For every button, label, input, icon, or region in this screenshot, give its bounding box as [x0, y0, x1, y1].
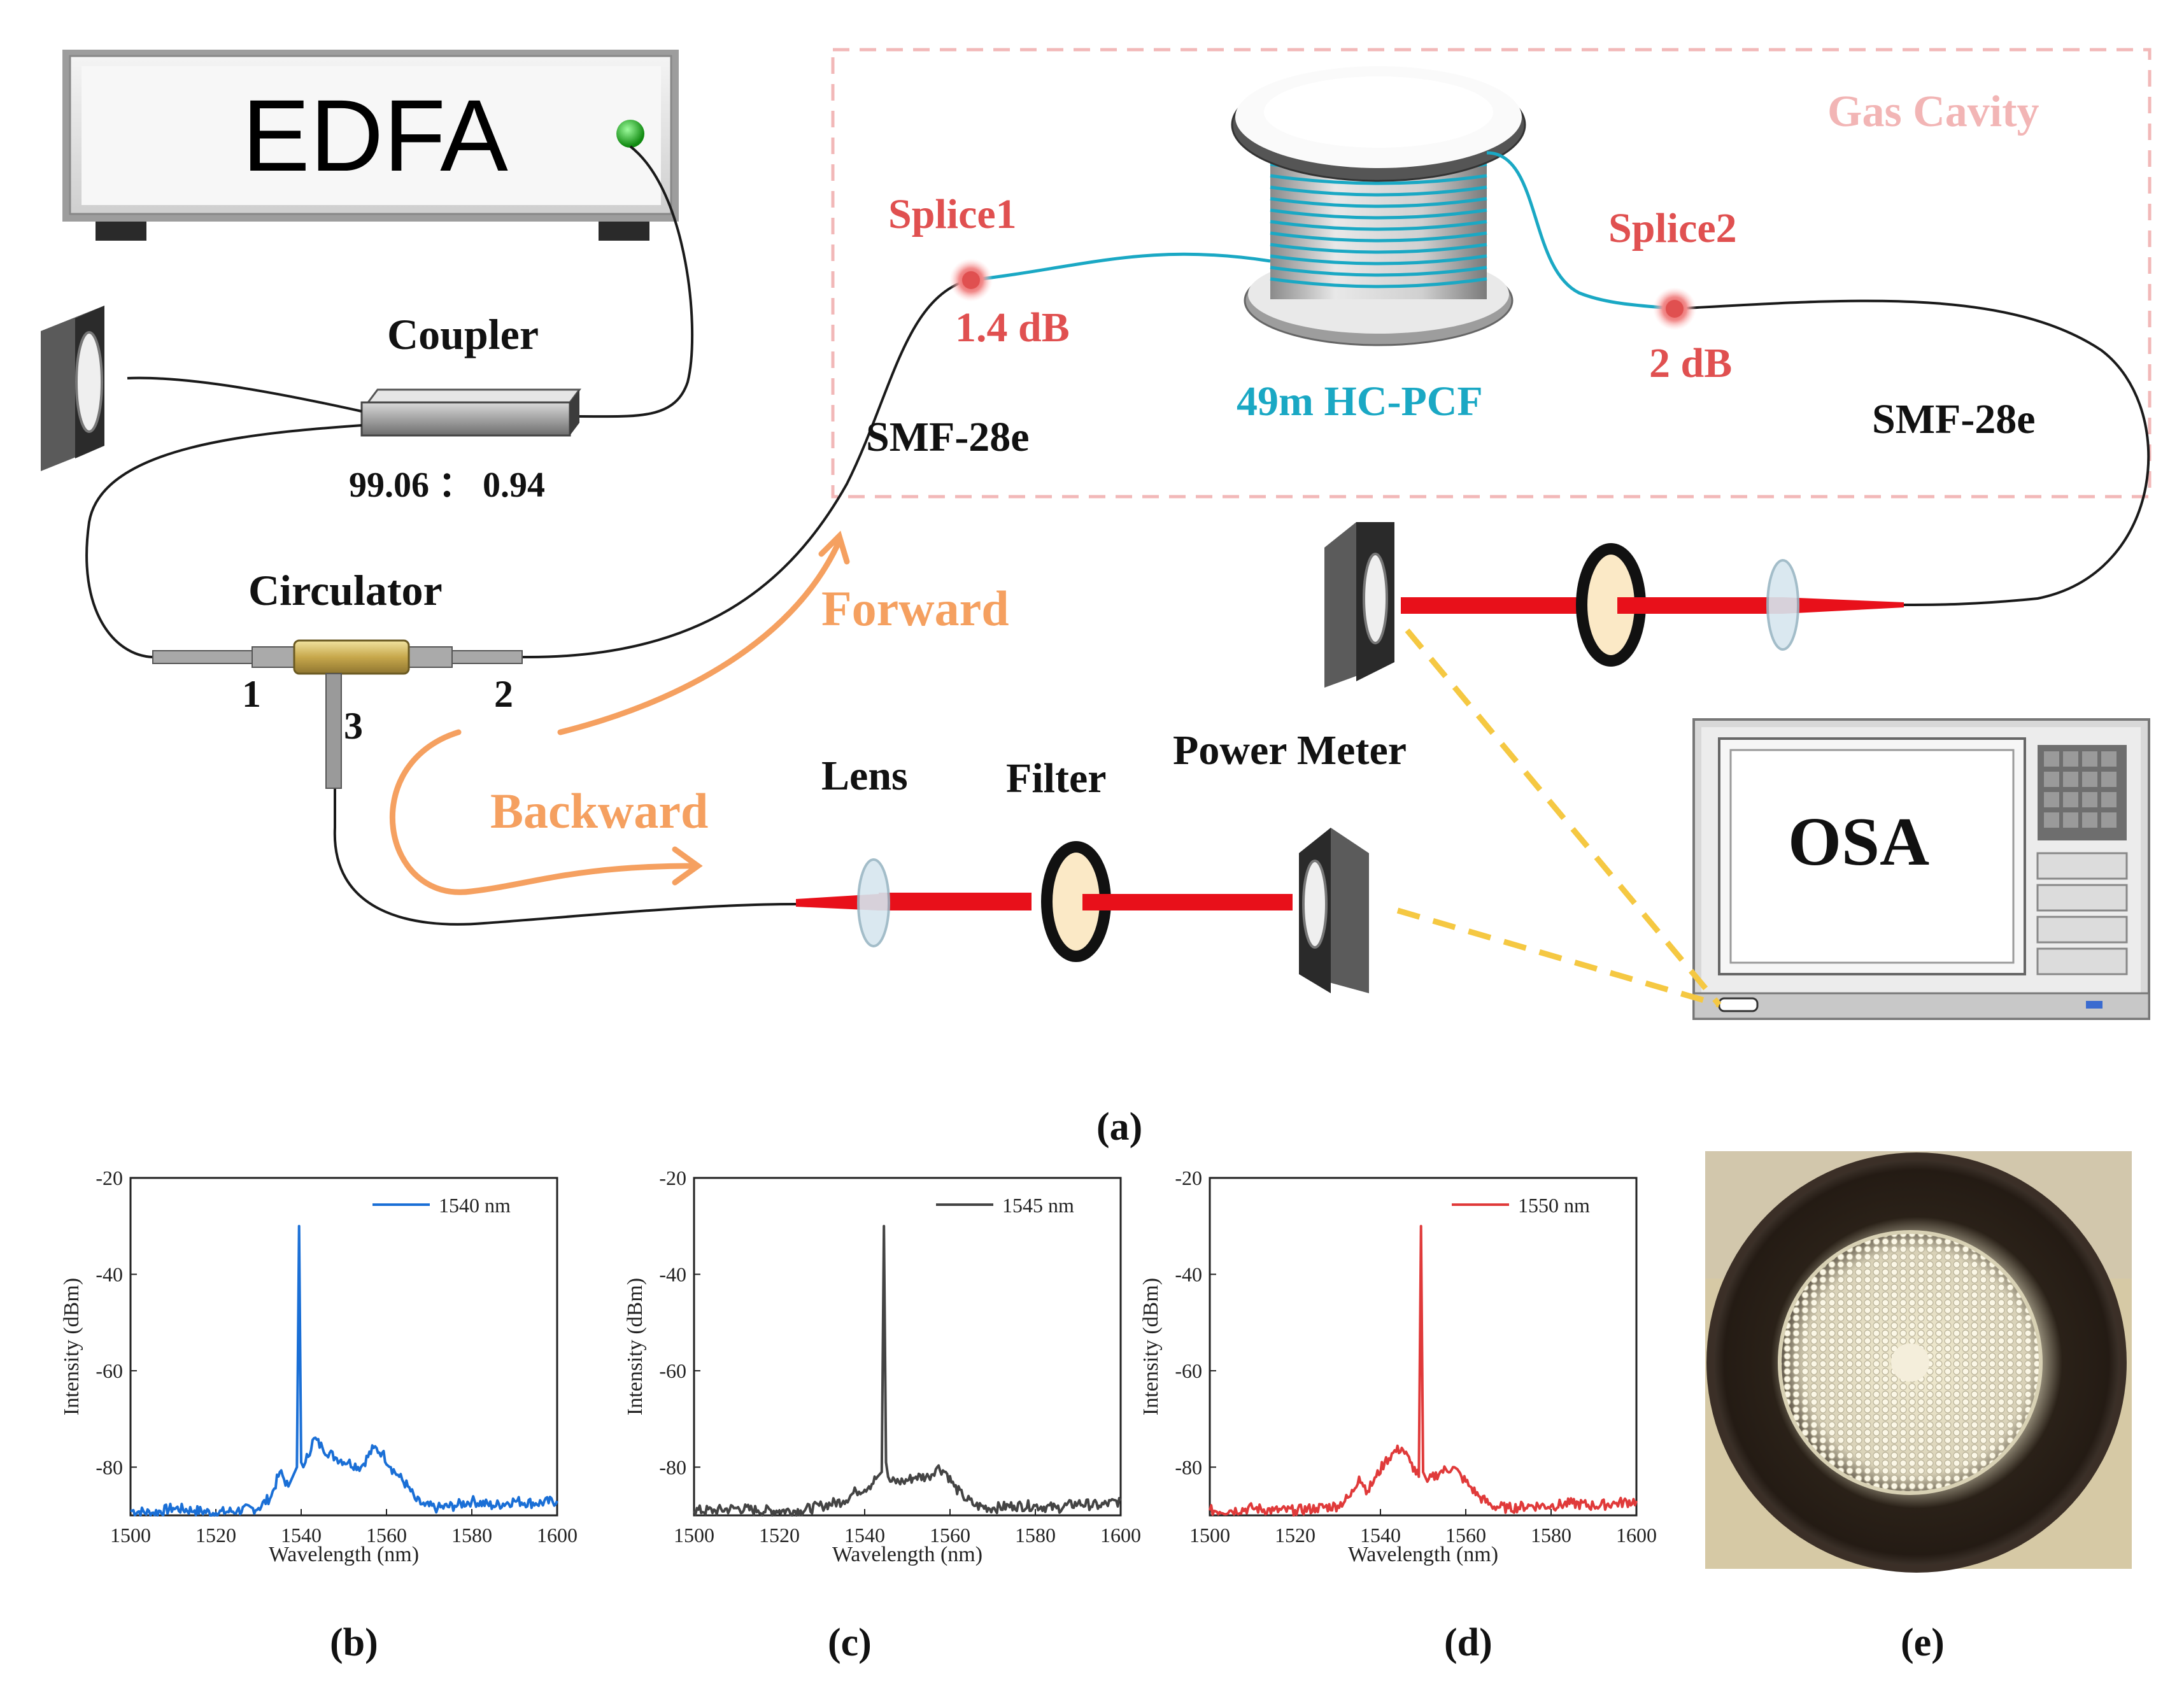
x-tick-label: 1600	[1616, 1524, 1657, 1547]
x-tick-label: 1600	[1100, 1524, 1141, 1547]
osa-connections	[1396, 628, 1722, 1008]
y-tick-label: -80	[659, 1456, 686, 1478]
x-tick-label: 1540	[1360, 1524, 1401, 1547]
x-tick-label: 1580	[1531, 1524, 1571, 1547]
osa-keypad	[2038, 745, 2127, 840]
y-axis-label: Intensity (dBm)	[60, 1278, 83, 1415]
backward-lens	[857, 858, 890, 947]
x-tick-label: 1600	[537, 1524, 578, 1547]
plot-frame	[129, 1177, 558, 1517]
coupler	[360, 388, 581, 437]
edfa-unit: EDFA	[62, 50, 679, 241]
x-tick-label: 1580	[451, 1524, 492, 1547]
x-tick-label: 1500	[1189, 1524, 1230, 1547]
x-axis-label: Wavelength (nm)	[269, 1543, 419, 1566]
x-tick-label: 1500	[110, 1524, 151, 1547]
splice1-label: Splice1	[888, 191, 1017, 237]
port-1-label: 1	[242, 673, 261, 715]
hcpcf-spool	[1231, 66, 1526, 346]
caption-d: (d)	[1444, 1621, 1493, 1664]
filter-label: Filter	[1006, 755, 1107, 802]
x-tick-label: 1540	[281, 1524, 322, 1547]
y-tick-label: -60	[96, 1359, 123, 1382]
hcpcf-leads	[970, 151, 1675, 311]
smf-left-label: SMF-28e	[866, 414, 1030, 460]
osa-label: OSA	[1788, 804, 1929, 880]
y-tick-label: -40	[659, 1263, 686, 1286]
spectrum-line	[1209, 1224, 1638, 1517]
x-axis-label: Wavelength (nm)	[1348, 1543, 1498, 1566]
y-tick-label: -40	[1175, 1263, 1202, 1286]
legend-label: 1550 nm	[1518, 1194, 1590, 1217]
osa-instrument: OSA	[1692, 718, 2150, 1020]
x-tick-label: 1580	[1015, 1524, 1056, 1547]
smf-right-label: SMF-28e	[1872, 396, 2036, 443]
backward-label: Backward	[490, 783, 708, 839]
x-tick-label: 1540	[844, 1524, 885, 1547]
backward-arrow	[389, 729, 697, 895]
circulator-label: Circulator	[248, 566, 443, 614]
led-indicator	[616, 120, 644, 148]
forward-arrow	[557, 538, 842, 735]
gas-cavity-box	[831, 48, 2152, 499]
x-tick-label: 1560	[366, 1524, 407, 1547]
caption-a: (a)	[1096, 1105, 1142, 1149]
x-tick-label: 1520	[195, 1524, 236, 1547]
y-tick-label: -60	[1175, 1359, 1202, 1382]
coupler-power-meter	[41, 306, 104, 471]
lens-label: Lens	[821, 753, 908, 799]
y-tick-label: -80	[96, 1456, 123, 1478]
y-tick-label: -60	[659, 1359, 686, 1382]
x-tick-label: 1560	[930, 1524, 970, 1547]
fiber-cross-section-photo	[1705, 1151, 2132, 1573]
caption-c: (c)	[828, 1621, 872, 1664]
y-axis-label: Intensity (dBm)	[623, 1278, 647, 1415]
plot-frame	[1209, 1177, 1638, 1517]
x-tick-label: 1520	[1275, 1524, 1315, 1547]
splice1-loss: 1.4 dB	[955, 304, 1070, 351]
port-3-label: 3	[344, 705, 363, 747]
y-tick-label: -40	[96, 1263, 123, 1286]
forward-label: Forward	[821, 581, 1009, 636]
legend-label: 1540 nm	[439, 1194, 511, 1217]
circulator	[152, 639, 523, 789]
backward-optics	[796, 828, 1369, 993]
chart-c: 1500 1520 1540 1560 1580 1600 -20 -40 -60 -80Wave…	[623, 1166, 1141, 1566]
port-2-label: 2	[494, 673, 513, 715]
spectrum-line	[693, 1224, 1122, 1517]
y-axis-label: Intensity (dBm)	[1139, 1278, 1163, 1415]
x-tick-label: 1560	[1445, 1524, 1486, 1547]
spectrum-line	[130, 1224, 558, 1517]
spectra-charts: 1500 1520 1540 1560 1580 1600 -20 -40 -60 -80Wave…	[60, 1166, 1657, 1566]
setup-diagram: Gas Cavity EDFA Coupler 99.06 ： 0.94	[41, 48, 2152, 1149]
direction-arrows	[389, 530, 850, 895]
coupler-ratio: 99.06 ： 0.94	[349, 465, 545, 505]
plot-frame	[693, 1177, 1122, 1517]
gas-cavity-label: Gas Cavity	[1827, 87, 2039, 136]
x-axis-label: Wavelength (nm)	[832, 1543, 982, 1566]
y-tick-label: -20	[1175, 1166, 1202, 1189]
edfa-label: EDFA	[242, 78, 508, 192]
forward-power-meter	[1324, 522, 1394, 688]
splice2-label: Splice2	[1608, 205, 1737, 251]
caption-e: (e)	[1901, 1621, 1945, 1664]
x-tick-label: 1520	[759, 1524, 800, 1547]
fiber-lines	[85, 145, 2150, 926]
y-tick-label: -80	[1175, 1456, 1202, 1478]
forward-lens	[1766, 559, 1799, 651]
chart-d: 1500 1520 1540 1560 1580 1600 -20 -40 -60 -80Wave…	[1139, 1166, 1657, 1566]
backward-power-meter	[1299, 828, 1369, 993]
y-tick-label: -20	[659, 1166, 686, 1189]
forward-optics	[1324, 522, 1904, 688]
x-tick-label: 1500	[674, 1524, 714, 1547]
power-meter-label: Power Meter	[1173, 727, 1407, 774]
y-tick-label: -20	[96, 1166, 123, 1189]
coupler-label: Coupler	[387, 310, 539, 358]
legend-label: 1545 nm	[1002, 1194, 1074, 1217]
chart-b: 1500 1520 1540 1560 1580 1600 -20 -40 -60 -80Wave…	[60, 1166, 578, 1566]
caption-b: (b)	[330, 1621, 378, 1664]
splice2-loss: 2 dB	[1649, 340, 1732, 386]
hcpcf-label: 49m HC-PCF	[1237, 378, 1483, 425]
